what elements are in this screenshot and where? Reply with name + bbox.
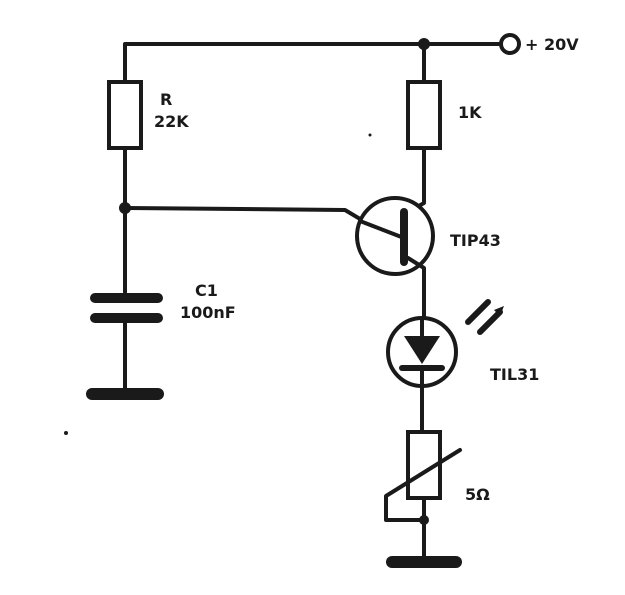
capacitor-value: 100nF	[180, 303, 236, 322]
led-triangle	[404, 336, 440, 364]
resistor-1k-value: 1K	[458, 103, 482, 122]
transistor-base-lead	[358, 219, 406, 240]
capacitor-name: C1	[195, 281, 218, 300]
supply-terminal	[499, 33, 521, 55]
resistor-r-name: R	[160, 90, 172, 109]
speckle	[64, 431, 68, 435]
supply-label: + 20V	[525, 35, 579, 54]
thermistor-curve	[384, 448, 462, 522]
led-name: TIL31	[490, 365, 539, 384]
light-ray-1	[465, 299, 491, 325]
light-arrowhead	[494, 306, 504, 316]
transistor-name: TIP43	[450, 231, 501, 250]
resistor-r-value: 22K	[154, 112, 189, 131]
resistor-r-body	[107, 80, 143, 150]
resistor-1k-body	[406, 80, 442, 150]
thermistor-value: 5Ω	[465, 485, 490, 504]
top-rail-wire	[123, 42, 502, 84]
transistor-emitter-lead	[406, 256, 426, 322]
junction-thermistor	[419, 515, 429, 525]
light-ray-2	[477, 309, 503, 335]
speckle	[368, 133, 372, 137]
base-wire	[123, 206, 394, 240]
